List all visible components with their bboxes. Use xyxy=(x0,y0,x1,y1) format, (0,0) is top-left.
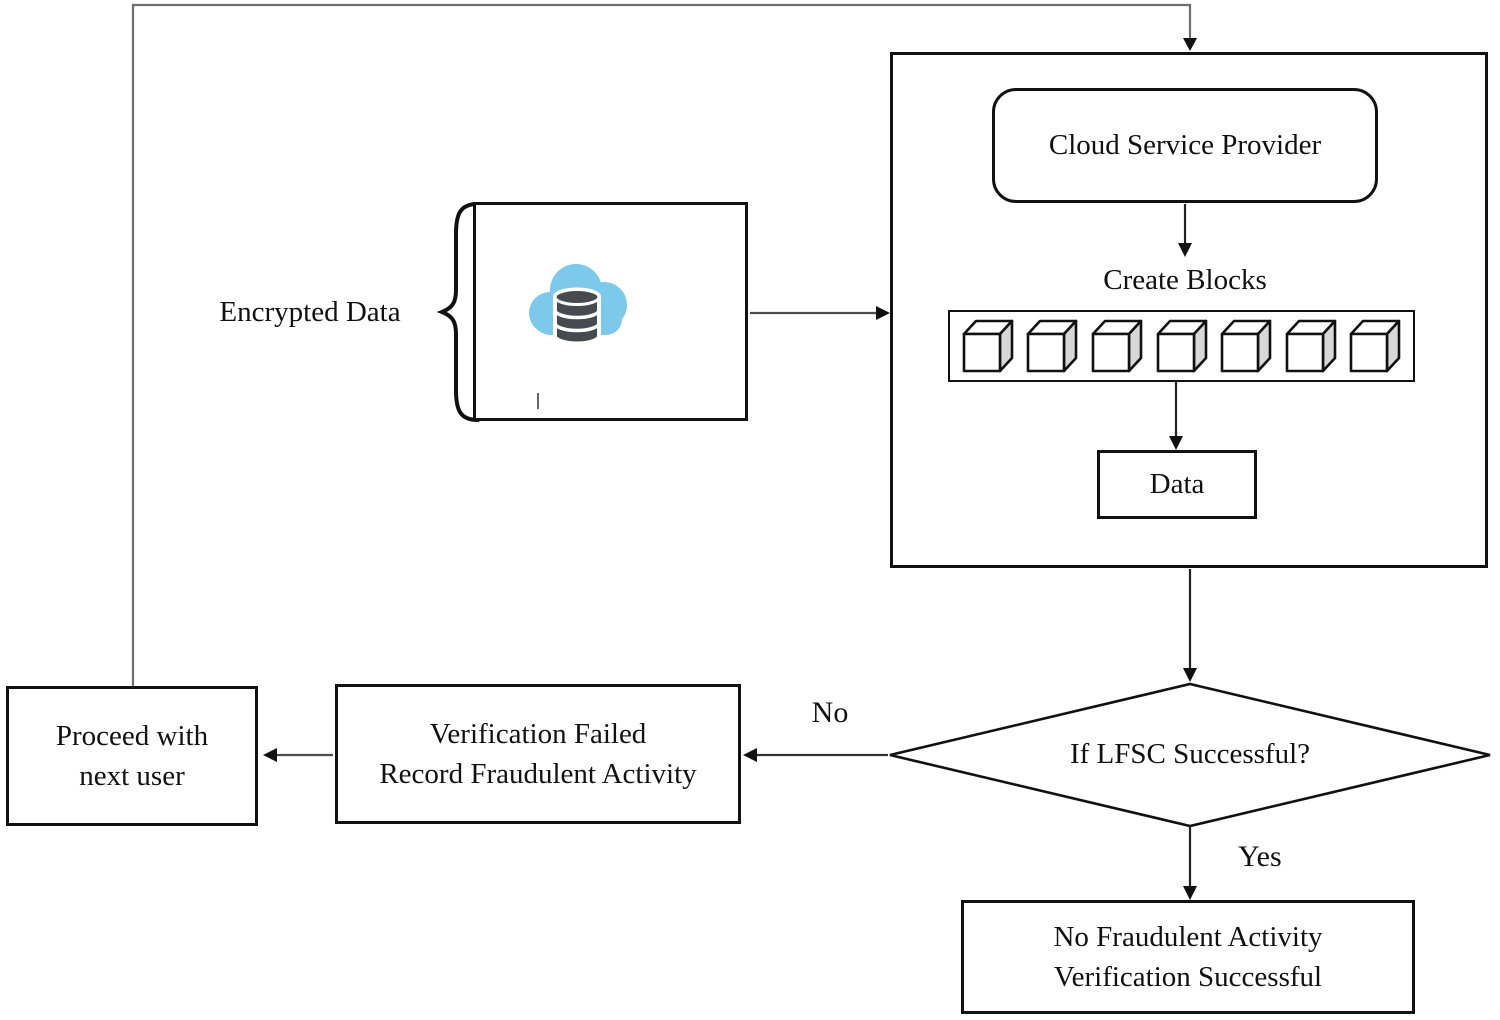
data-node: Data xyxy=(1097,450,1257,519)
yes-branch-label: Yes xyxy=(1238,840,1282,873)
blocks-row xyxy=(948,310,1415,382)
proceed-line1: Proceed with xyxy=(55,719,209,752)
proceed-line2: next user xyxy=(79,760,185,792)
block-cube-icon xyxy=(1284,318,1338,374)
encrypted-to-csp-arrowhead xyxy=(876,306,890,320)
database-shape xyxy=(553,287,601,346)
feedback-arrowhead xyxy=(1183,38,1197,51)
create-blocks-label: Create Blocks xyxy=(1103,264,1267,296)
verification-to-proceed-arrowhead xyxy=(263,748,277,762)
cloud-service-provider-label: Cloud Service Provider xyxy=(1048,129,1322,162)
no-branch-arrowhead xyxy=(743,748,757,762)
verification-failed-line1: Verification Failed xyxy=(429,717,647,750)
decision-label: If LFSC Successful? xyxy=(1069,738,1311,770)
verification-successful-node: No Fraudulent Activity Verification Succ… xyxy=(961,900,1415,1014)
success-line2: Verification Successful xyxy=(1053,961,1323,993)
blocks-to-data-arrowhead xyxy=(1169,436,1183,450)
encrypted-data-label: Encrypted Data xyxy=(219,296,401,328)
cloud-service-provider-node: Cloud Service Provider xyxy=(992,88,1378,203)
block-cube-icon xyxy=(961,318,1015,374)
encrypted-data-node xyxy=(473,202,748,421)
verification-failed-line2: Record Fraudulent Activity xyxy=(379,758,697,790)
block-cube-icon xyxy=(1219,318,1273,374)
csp-to-blocks-arrowhead xyxy=(1178,243,1192,257)
feedback-loop-line xyxy=(131,3,1192,686)
block-cube-icon xyxy=(1090,318,1144,374)
cloud-provider-container-box xyxy=(890,52,1488,568)
cloud-database-icon xyxy=(529,264,627,346)
block-cube-icon xyxy=(1025,318,1079,374)
yes-branch-arrowhead xyxy=(1183,886,1197,900)
success-line1: No Fraudulent Activity xyxy=(1053,920,1323,953)
proceed-next-user-node: Proceed with next user xyxy=(6,686,258,826)
block-cube-icon xyxy=(1155,318,1209,374)
text-cursor-mark xyxy=(537,393,539,409)
verification-failed-node: Verification Failed Record Fraudulent Ac… xyxy=(335,684,741,824)
block-cube-icon xyxy=(1348,318,1402,374)
data-label: Data xyxy=(1149,468,1205,501)
bigbox-to-diamond-arrowhead xyxy=(1183,668,1197,682)
no-branch-label: No xyxy=(811,696,849,729)
curly-brace-glyph xyxy=(436,202,480,422)
